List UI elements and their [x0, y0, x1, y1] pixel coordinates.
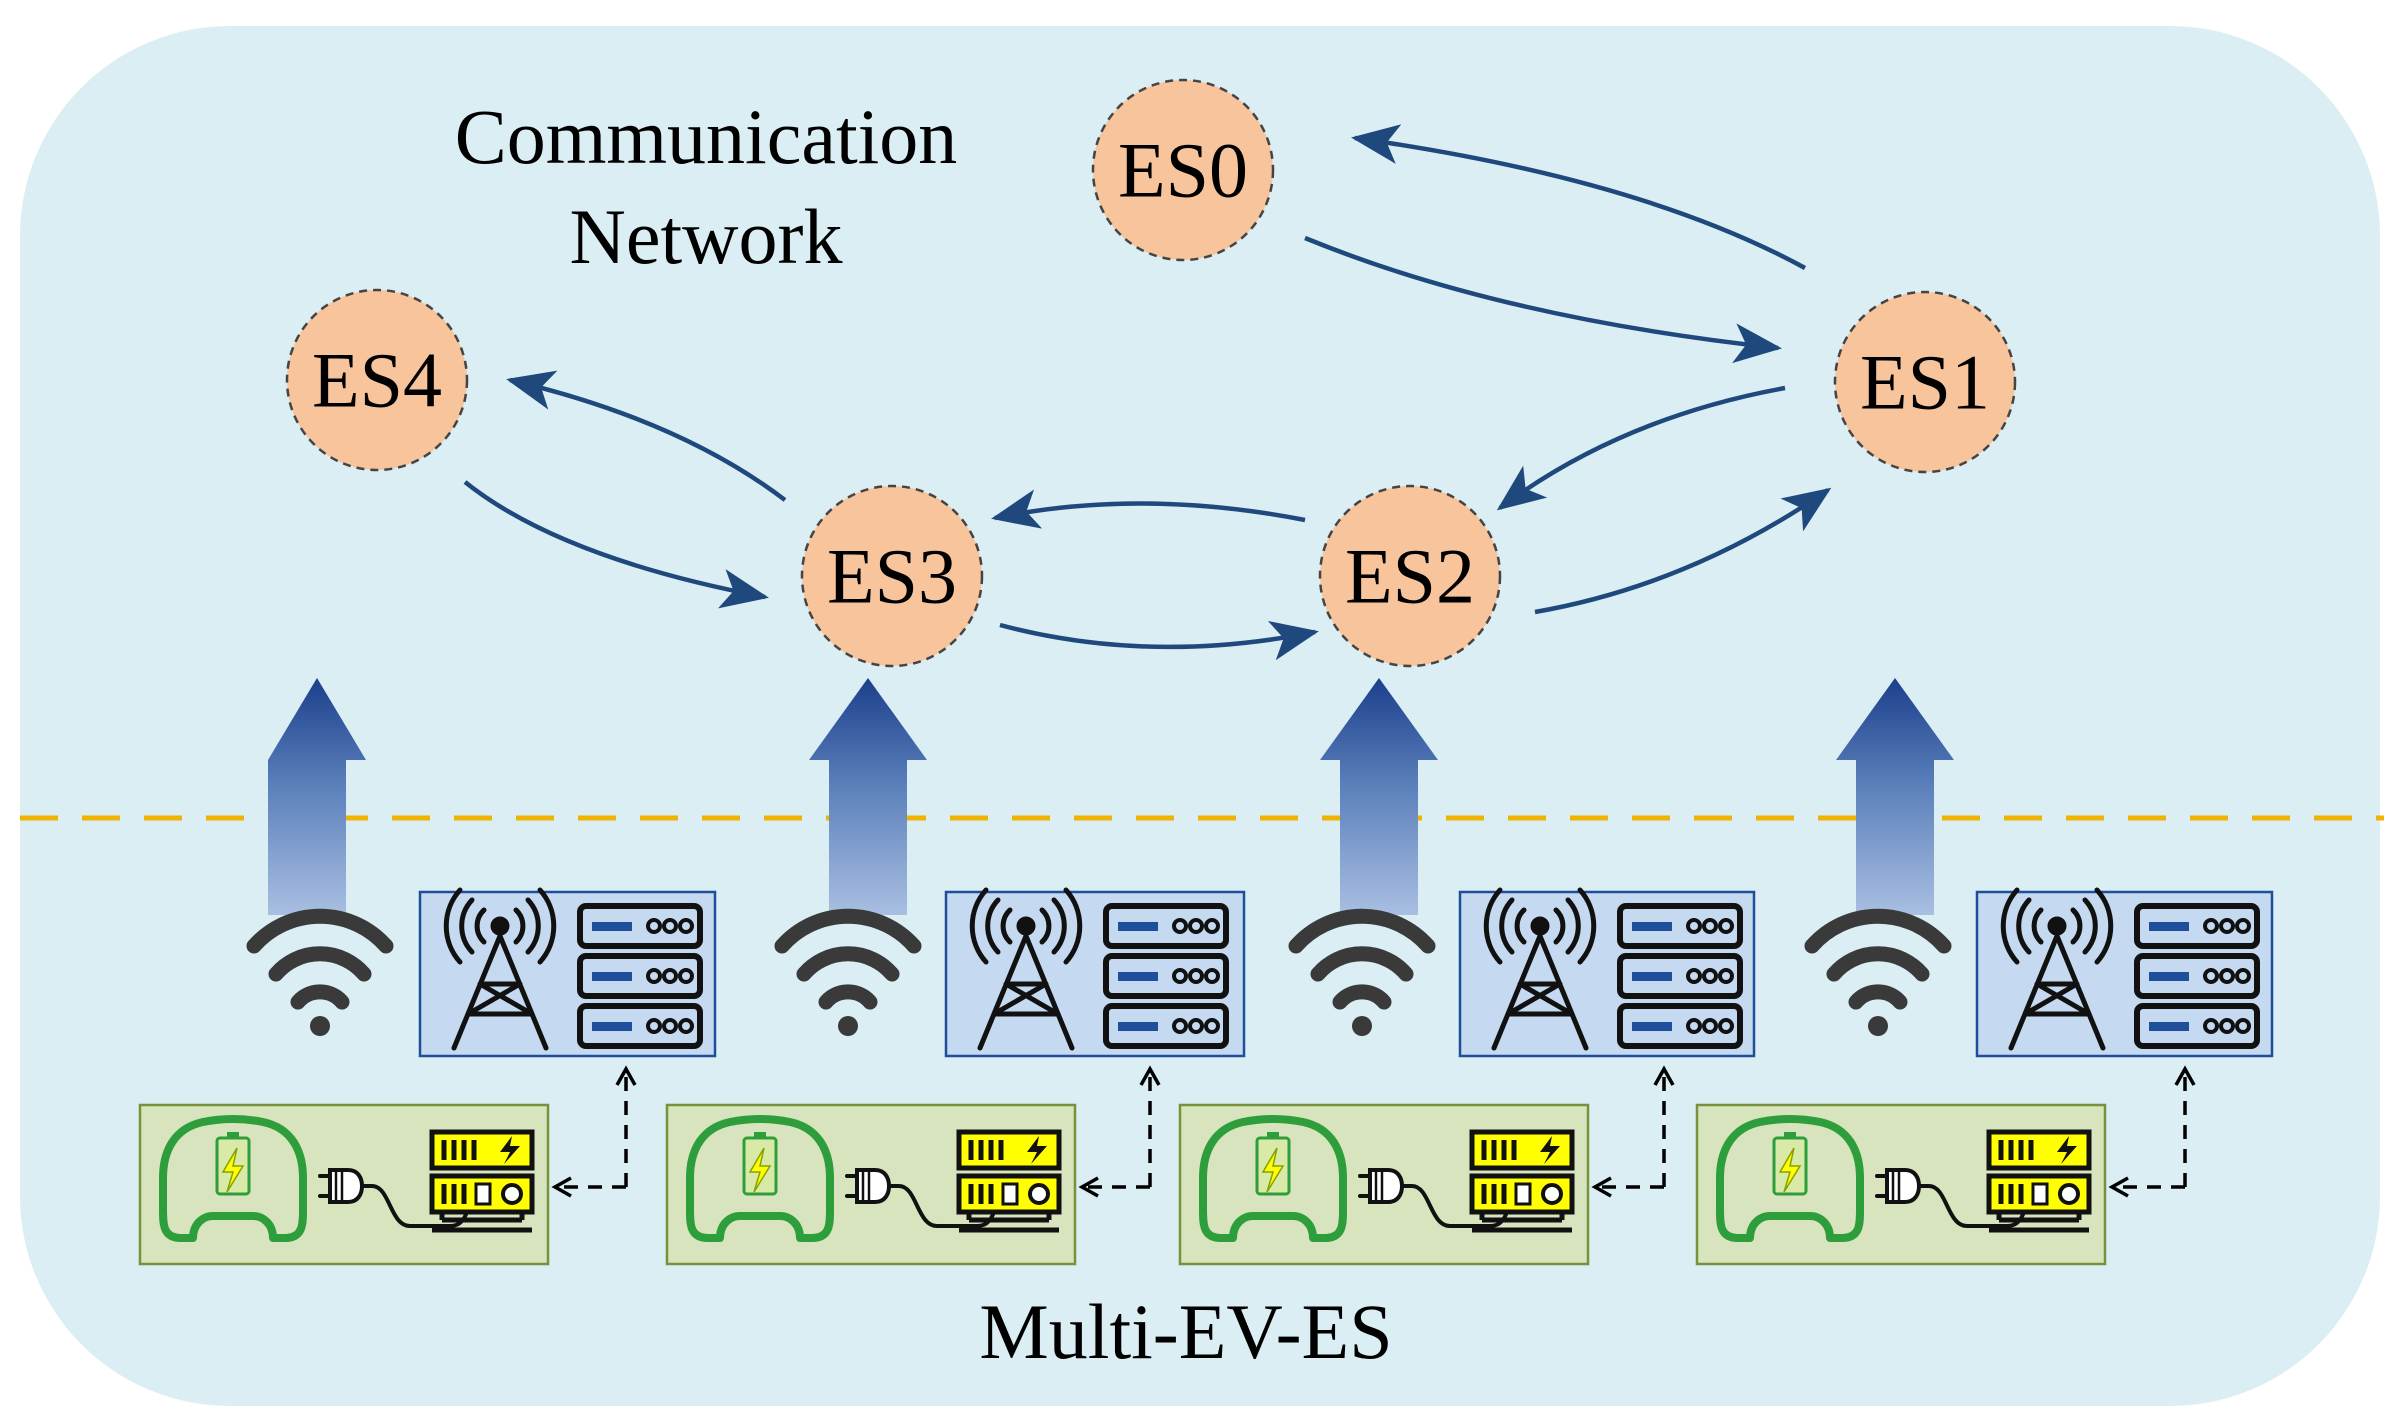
unit-3	[1178, 678, 1756, 1266]
edge-es2-to-es3	[991, 489, 1306, 529]
uplink-arrow-4	[1836, 678, 1954, 915]
node-es1-label: ES1	[1860, 339, 1990, 426]
uplink-arrow-3	[1320, 678, 1438, 915]
edge-es1-to-es2	[1496, 385, 1786, 511]
diagram-title-line-2: Network	[570, 193, 843, 280]
node-es1: ES1	[1833, 290, 2017, 474]
node-es3-label: ES3	[827, 533, 957, 620]
edge-es3-to-es4	[506, 370, 787, 502]
uplink-arrow-2	[809, 678, 927, 915]
edge-es0-to-es1	[1304, 235, 1782, 364]
unit-4	[1695, 678, 2274, 1266]
edge-es1-to-es0	[1351, 124, 1807, 270]
node-es0: ES0	[1091, 78, 1275, 262]
unit-2	[665, 678, 1246, 1266]
uplink-arrow-1	[268, 678, 366, 915]
edge-group	[463, 124, 1832, 661]
edge-es4-to-es3	[463, 480, 769, 609]
node-es3: ES3	[800, 484, 984, 668]
node-es0-label: ES0	[1118, 127, 1248, 214]
node-es4: ES4	[285, 288, 469, 472]
unit-1	[138, 678, 717, 1266]
edge-es3-to-es2	[999, 621, 1319, 661]
node-es2-label: ES2	[1345, 533, 1475, 620]
node-es4-label: ES4	[312, 337, 442, 424]
background-panel	[20, 26, 2380, 1406]
edge-es2-to-es1	[1534, 487, 1832, 615]
node-es2: ES2	[1318, 484, 1502, 668]
bottom-label: Multi-EV-ES	[979, 1288, 1392, 1375]
diagram-title-line-1: Communication	[455, 93, 958, 180]
